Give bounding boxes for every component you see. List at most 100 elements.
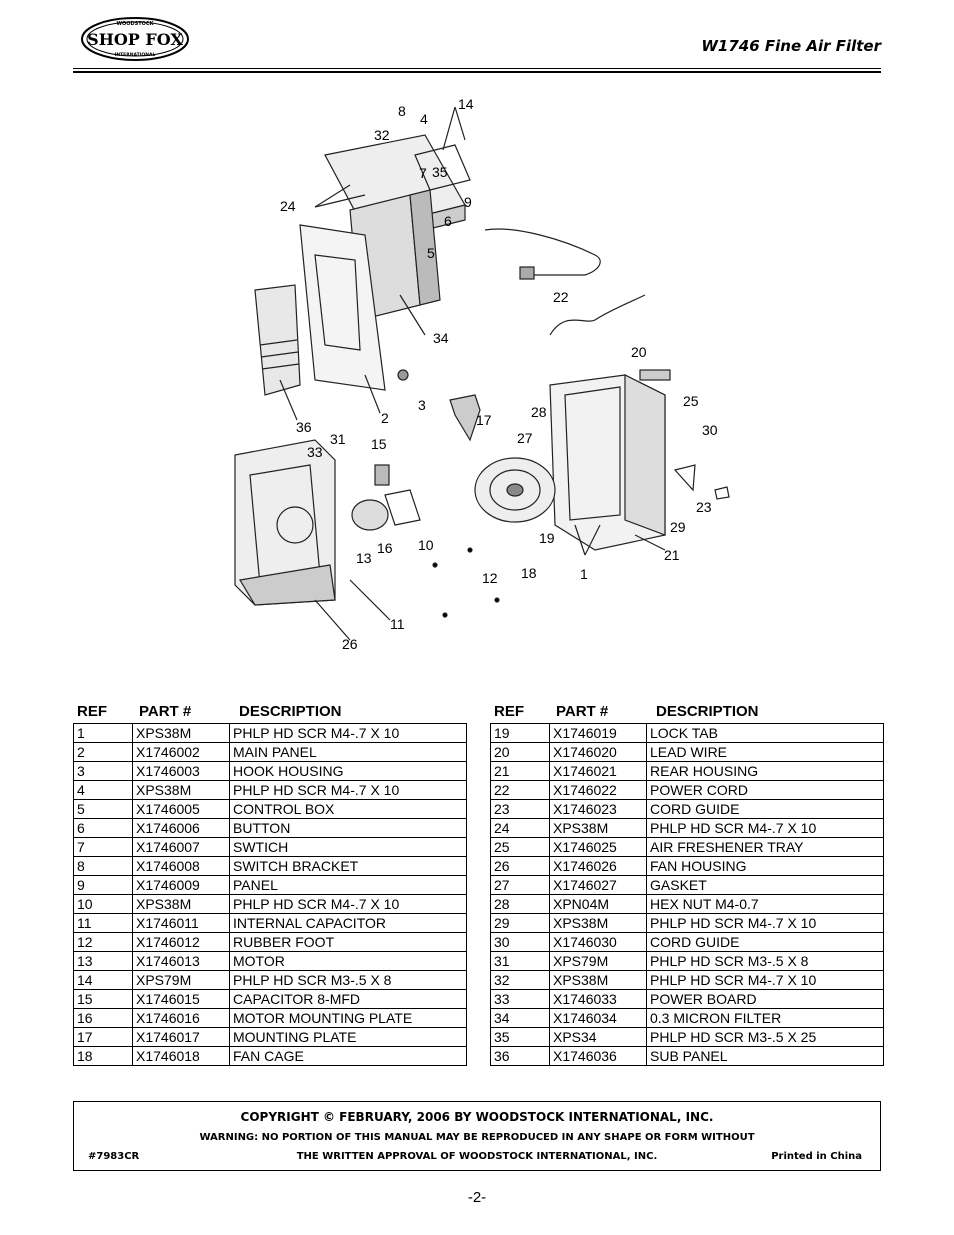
part-number-cell: XPN04M [549, 894, 647, 914]
part-number-cell: X1746015 [132, 989, 230, 1009]
part-number-cell: X1746017 [132, 1027, 230, 1047]
description-cell: FAN CAGE [229, 1046, 467, 1066]
part-number-cell: XPS38M [549, 818, 647, 838]
ref-cell: 6 [73, 818, 133, 838]
part-number-cell: XPS38M [549, 913, 647, 933]
document-code: #7983CR [88, 1151, 140, 1162]
part-number-header: PART # [139, 703, 192, 720]
ref-header: REF [77, 703, 107, 720]
description-cell: SWTICH [229, 837, 467, 857]
part-number-cell: X1746034 [549, 1008, 647, 1028]
document-title: W1746 Fine Air Filter [701, 37, 881, 55]
description-cell: GASKET [646, 875, 884, 895]
part-number-cell: X1746027 [549, 875, 647, 895]
description-cell: PANEL [229, 875, 467, 895]
description-cell: SWITCH BRACKET [229, 856, 467, 876]
ref-cell: 8 [73, 856, 133, 876]
shop-fox-logo: WOODSTOCK SHOP FOX INTERNATIONAL [81, 17, 189, 61]
description-cell: CONTROL BOX [229, 799, 467, 819]
part-number-header: PART # [556, 703, 609, 720]
description-cell: MOUNTING PLATE [229, 1027, 467, 1047]
ref-cell: 9 [73, 875, 133, 895]
logo-small-top: WOODSTOCK [117, 21, 155, 27]
part-number-cell: X1746022 [549, 780, 647, 800]
part-number-cell: XPS34 [549, 1027, 647, 1047]
copyright-notice: COPYRIGHT © FEBRUARY, 2006 BY WOODSTOCK … [240, 1110, 714, 1124]
callout-27: 27 [517, 430, 533, 446]
callout-18: 18 [521, 565, 537, 581]
part-number-cell: X1746003 [132, 761, 230, 781]
part-number-cell: X1746013 [132, 951, 230, 971]
part-number-cell: X1746021 [549, 761, 647, 781]
part-number-cell: XPS79M [132, 970, 230, 990]
ref-cell: 24 [490, 818, 550, 838]
ref-cell: 31 [490, 951, 550, 971]
ref-cell: 28 [490, 894, 550, 914]
callout-32: 32 [374, 127, 390, 143]
ref-cell: 17 [73, 1027, 133, 1047]
part-number-cell: X1746002 [132, 742, 230, 762]
part-number-cell: XPS38M [132, 780, 230, 800]
part-number-cell: X1746007 [132, 837, 230, 857]
description-header: DESCRIPTION [239, 703, 342, 720]
ref-cell: 14 [73, 970, 133, 990]
description-cell: RUBBER FOOT [229, 932, 467, 952]
part-number-cell: X1746012 [132, 932, 230, 952]
part-number-cell: XPS38M [132, 723, 230, 743]
description-cell: CAPACITOR 8-MFD [229, 989, 467, 1009]
part-number-cell: X1746019 [549, 723, 647, 743]
logo-small-bottom: INTERNATIONAL [115, 52, 156, 58]
callout-11: 11 [390, 616, 405, 632]
description-cell: MOTOR MOUNTING PLATE [229, 1008, 467, 1028]
header-rule [73, 68, 881, 69]
callout-12: 12 [482, 570, 498, 586]
callout-7: 7 [419, 165, 427, 181]
description-header: DESCRIPTION [656, 703, 759, 720]
description-cell: PHLP HD SCR M4-.7 X 10 [229, 723, 467, 743]
callout-6: 6 [444, 213, 452, 229]
callout-26: 26 [342, 636, 358, 652]
part-number-cell: X1746020 [549, 742, 647, 762]
callout-22: 22 [553, 289, 569, 305]
part-number-cell: X1746033 [549, 989, 647, 1009]
callout-19: 19 [539, 530, 555, 546]
part-number-cell: XPS38M [132, 894, 230, 914]
callout-16: 16 [377, 540, 393, 556]
part-number-cell: X1746009 [132, 875, 230, 895]
description-cell: PHLP HD SCR M4-.7 X 10 [646, 818, 884, 838]
description-cell: BUTTON [229, 818, 467, 838]
ref-cell: 21 [490, 761, 550, 781]
callout-35: 35 [432, 164, 448, 180]
page-number: -2- [467, 1189, 487, 1206]
callout-34: 34 [433, 330, 449, 346]
part-number-cell: XPS38M [549, 970, 647, 990]
description-cell: MAIN PANEL [229, 742, 467, 762]
ref-cell: 3 [73, 761, 133, 781]
callout-36: 36 [296, 419, 312, 435]
callout-28: 28 [531, 404, 547, 420]
callout-2: 2 [381, 410, 389, 426]
ref-cell: 19 [490, 723, 550, 743]
callout-29: 29 [670, 519, 686, 535]
description-cell: LOCK TAB [646, 723, 884, 743]
part-number-cell: X1746025 [549, 837, 647, 857]
ref-cell: 27 [490, 875, 550, 895]
description-cell: PHLP HD SCR M3-.5 X 25 [646, 1027, 884, 1047]
callout-17: 17 [476, 412, 492, 428]
